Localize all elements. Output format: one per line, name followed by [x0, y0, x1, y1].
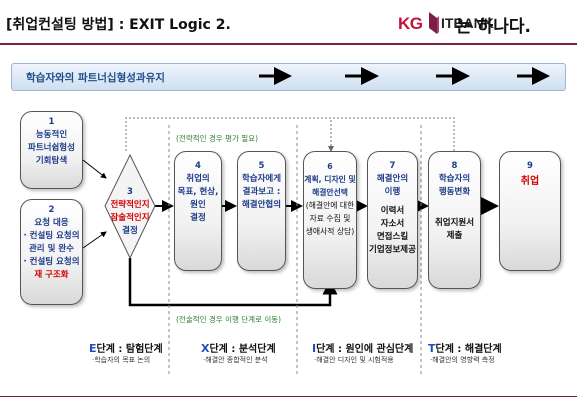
phase-e-letter: E [89, 342, 97, 355]
step-2-number: 2 [48, 205, 55, 215]
step-2-line: 요청 대응 [34, 218, 69, 228]
step-9-employment: 9 취업 [499, 151, 561, 271]
phase-e-label: 단계 : 탐험단계 [96, 344, 163, 355]
step-2-line: · 컨설팅 요청의 [23, 231, 80, 241]
step-1-line: 기회탐색 [35, 156, 68, 166]
step-4-number: 4 [195, 161, 201, 171]
header-tagline: 는 하나다. [456, 17, 531, 37]
logo-itbank-text: ITBANK [441, 15, 494, 31]
step-4-goal: 4 취업의 목표, 현상, 원인 결정 [174, 151, 222, 271]
step-7-item: 면접스킬 [376, 232, 409, 242]
step-9-number: 9 [527, 161, 533, 171]
step-1-number: 1 [48, 117, 55, 127]
step-4-line: 취업의 [186, 174, 210, 184]
step-6-subline: 자료 수집 및 [309, 214, 351, 223]
phase-e-title: E단계 : 탐험단계 [89, 340, 163, 355]
step-6-subline: (해결안에 대한 [305, 201, 355, 210]
step-1-line: 파트너쉽형성 [28, 143, 75, 153]
feedback-loop-8 [331, 117, 455, 151]
step-8-item: 제출 [446, 231, 463, 241]
step-7-number: 7 [389, 161, 396, 171]
step-7-line: 해결안의 [376, 174, 409, 184]
tactical-path [128, 258, 338, 307]
step-5-report: 5 학습자에게 결과보고 : 해결안협의 [237, 151, 286, 271]
step-3-decision: 3 전략적인지 잠술적인지 결정 [100, 186, 160, 238]
step-3-strategic: 전략적인지 [110, 200, 150, 210]
step-1-line: 능동적인 [35, 130, 68, 140]
step-4-line: 결정 [190, 213, 206, 223]
step-7-item: 기업정보제공 [369, 245, 416, 255]
step-5-line: 학습자에게 [241, 174, 282, 184]
step-6-number: 6 [327, 162, 333, 171]
step-6-subline: 생애사적 상담) [305, 227, 355, 236]
note-strategic: (전략적인 경우 평가 필요) [176, 134, 259, 143]
step-6-line: 계획, 디자인 및 [304, 175, 356, 184]
step-9-result: 취업 [520, 176, 540, 187]
step-2-line: · 컨설팅 요청의 [23, 257, 80, 267]
phase-x-label: 단계 : 분석단계 [209, 344, 276, 355]
step-8-line: 행동변화 [438, 187, 471, 197]
step-8-item: 취업지원서 [434, 218, 475, 228]
phase-x-title: X단계 : 분석단계 [201, 340, 276, 355]
step-6-line: 해결안선택 [312, 188, 348, 197]
phase-t-letter: T [428, 342, 436, 355]
header-rule [0, 43, 577, 45]
page-title: [취업컨설팅 방법] : EXIT Logic 2. [6, 17, 231, 33]
phase-i-letter: I [312, 342, 317, 355]
phase-x-desc: ·해결안 종합적인 분석 [203, 356, 268, 364]
step-7-item: 자소서 [380, 219, 405, 229]
phase-t-desc: ·해결안의 영향력 측정 [430, 356, 495, 364]
step-2-line: 관리 및 완수 [28, 244, 75, 254]
arrow-1-3 [82, 159, 107, 179]
step-4-line: 목표, 현상, [177, 187, 219, 197]
step-7-execute: 7 해결안의 이행 이력서 자소서 면접스킬 기업정보제공 [367, 151, 418, 289]
step-2-request: 2 요청 대응 · 컨설팅 요청의 관리 및 완수 · 컨설팅 요청의 재 구조… [20, 199, 83, 305]
logo-kg-text: KG [398, 14, 423, 33]
phase-i-title: I단계 : 원인에 관심단계 [312, 340, 413, 355]
step-7-line: 이행 [384, 187, 401, 197]
footer-rule [0, 396, 577, 397]
partnership-band: 학습자와의 파트너십형성과유지 [11, 63, 566, 91]
step-2-restructure: 재 구조화 [34, 270, 69, 280]
step-5-line: 해결안협의 [241, 200, 282, 210]
phase-i-desc: ·해결안 디자인 및 시험적용 [314, 356, 394, 364]
phase-t-title: T단계 : 해결단계 [428, 340, 502, 355]
step-1-partnership: 1 능동적인 파트너쉽형성 기회탐색 [20, 111, 83, 189]
step-3-line: 결정 [122, 226, 138, 236]
step-8-number: 8 [451, 161, 458, 171]
step-8-line: 학습자의 [438, 174, 471, 184]
step-4-line: 원인 [190, 200, 206, 210]
phase-i-label: 단계 : 원인에 관심단계 [316, 344, 414, 355]
phase-x-letter: X [201, 342, 210, 355]
step-6-plan: 6 계획, 디자인 및 해결안선택 (해결안에 대한 자료 수집 및 생애사적 … [303, 151, 357, 289]
band-label: 학습자와의 파트너십형성과유지 [26, 72, 165, 84]
logo-mark-icon [429, 12, 439, 34]
step-3-tactical: 잠술적인지 [110, 213, 150, 223]
step-7-item: 이력서 [380, 206, 405, 216]
step-5-line: 결과보고 : [242, 187, 281, 197]
note-tactical: (전술적인 경우 이행 단계로 이동) [176, 315, 282, 324]
step-5-number: 5 [258, 161, 265, 171]
step-8-behavior: 8 학습자의 행동변화 취업지원서 제출 [428, 151, 481, 289]
phase-t-label: 단계 : 해결단계 [435, 344, 502, 355]
step-3-number: 3 [127, 187, 133, 197]
phase-e-desc: ·학습자의 목표 논의 [92, 356, 151, 364]
